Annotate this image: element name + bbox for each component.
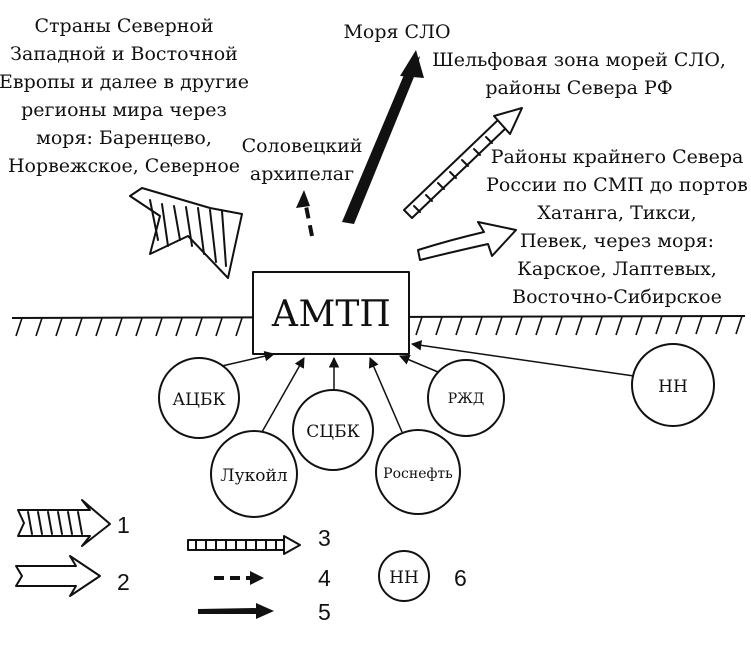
nn-arrow xyxy=(410,340,635,377)
coastline-hatching xyxy=(15,315,743,337)
supplier-atsbk: АЦБК xyxy=(158,357,240,439)
tsbk-label: СЦБК xyxy=(306,422,359,442)
rosneft-arrow xyxy=(368,357,403,433)
svg-text:Западной и Восточной: Западной и Восточной xyxy=(10,43,238,65)
slo-seas-arrow xyxy=(342,50,424,224)
svg-text:регионы мира через: регионы мира через xyxy=(21,99,227,121)
svg-text:4: 4 xyxy=(318,565,331,591)
svg-text:Соловецкий: Соловецкий xyxy=(242,135,363,157)
svg-text:архипелаг: архипелаг xyxy=(250,163,354,185)
slo-seas-label: Моря СЛО xyxy=(343,21,450,43)
supplier-lukoil: Лукойл xyxy=(210,430,298,518)
svg-text:Певек, через моря:: Певек, через моря: xyxy=(520,230,714,252)
svg-text:5: 5 xyxy=(318,599,331,625)
lukoil-label: Лукойл xyxy=(220,466,287,486)
svg-text:Страны Северной: Страны Северной xyxy=(34,15,213,37)
svg-text:районы Севера РФ: районы Севера РФ xyxy=(485,77,672,99)
lukoil-arrow xyxy=(261,357,305,433)
solovetsky-arrow xyxy=(296,190,314,237)
solovetsky-label: Соловецкий архипелаг xyxy=(242,135,363,185)
atsbk-label: АЦБК xyxy=(172,390,225,410)
svg-text:Восточно-Сибирское: Восточно-Сибирское xyxy=(512,286,722,308)
amtp-label: АМТП xyxy=(271,294,391,335)
svg-text:1: 1 xyxy=(117,512,130,538)
europe-label: Страны Северной Западной и Восточной Евр… xyxy=(0,15,249,177)
shelf-arrow xyxy=(403,107,523,219)
legend-item-6: НН 6 xyxy=(378,550,467,602)
svg-text:3: 3 xyxy=(318,525,331,551)
svg-text:Моря СЛО: Моря СЛО xyxy=(343,21,450,43)
svg-text:Районы крайнего Севера: Районы крайнего Севера xyxy=(491,146,744,168)
rzd-arrow xyxy=(399,354,439,373)
supplier-rzd: РЖД xyxy=(427,359,505,437)
svg-text:Европы и далее в другие: Европы и далее в другие xyxy=(0,71,249,93)
supplier-nn: НН xyxy=(631,343,715,427)
legend-item-2: 2 xyxy=(15,555,130,597)
far-north-arrow xyxy=(417,221,517,261)
rosneft-label: Роснефть xyxy=(383,466,453,482)
supplier-tsbk: СЦБК xyxy=(292,389,374,471)
legend-item-1: 1 xyxy=(17,499,130,547)
svg-text:моря: Баренцево,: моря: Баренцево, xyxy=(36,127,212,149)
amtp-box: АМТП xyxy=(252,271,410,355)
supplier-rosneft: Роснефть xyxy=(375,429,461,515)
legend: 1 2 3 4 xyxy=(15,499,467,625)
svg-text:Норвежское, Северное: Норвежское, Северное xyxy=(8,155,240,177)
legend-item-3: 3 xyxy=(187,525,331,555)
svg-text:НН: НН xyxy=(389,568,419,588)
svg-text:6: 6 xyxy=(454,565,467,591)
svg-text:Хатанга, Тикси,: Хатанга, Тикси, xyxy=(537,202,696,224)
svg-text:2: 2 xyxy=(117,569,130,595)
legend-item-4: 4 xyxy=(214,565,331,591)
legend-item-5: 5 xyxy=(198,599,331,625)
svg-text:Карское, Лаптевых,: Карское, Лаптевых, xyxy=(517,258,717,280)
rzd-label: РЖД xyxy=(448,391,485,407)
supplier-arrows xyxy=(221,340,635,433)
shelf-label: Шельфовая зона морей СЛО, районы Севера … xyxy=(432,49,726,99)
svg-text:России по СМП до портов: России по СМП до портов xyxy=(486,174,748,196)
atsbk-arrow xyxy=(221,351,276,367)
nn-label: НН xyxy=(658,377,688,397)
svg-text:Шельфовая зона морей СЛО,: Шельфовая зона морей СЛО, xyxy=(432,49,726,71)
europe-flow-arrow xyxy=(129,187,243,279)
far-north-label: Районы крайнего Севера России по СМП до … xyxy=(486,146,748,308)
